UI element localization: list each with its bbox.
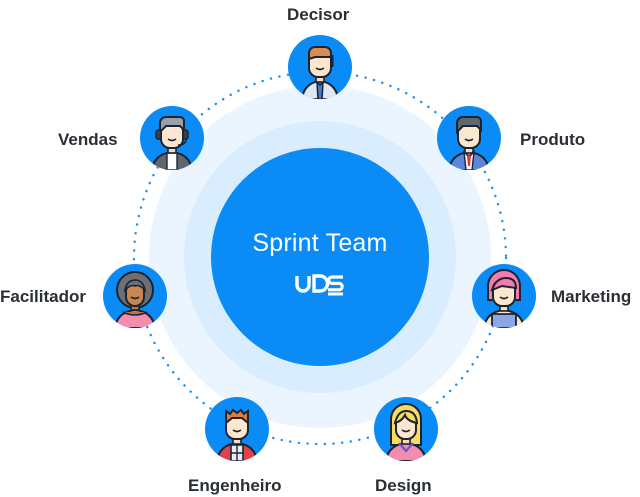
role-label-engenheiro: Engenheiro [188, 476, 282, 495]
role-label-facilitador: Facilitador [0, 287, 86, 306]
avatar-marketing [472, 264, 536, 328]
avatar-facilitador [103, 264, 167, 328]
role-label-produto: Produto [520, 130, 586, 149]
businessman-tie-icon [300, 46, 340, 99]
avatar-vendas [140, 106, 204, 170]
avatar-decisor [288, 35, 352, 99]
sprint-team-core [211, 148, 429, 366]
role-label-design: Design [375, 476, 432, 495]
woman-curly-hair-icon [113, 271, 157, 328]
avatar-engenheiro [205, 397, 269, 461]
sprint-team-title: Sprint Team [252, 229, 388, 257]
role-label-marketing: Marketing [551, 287, 632, 306]
engineer-icon [215, 408, 259, 461]
role-label-decisor: Decisor [287, 5, 350, 24]
role-label-vendas: Vendas [58, 130, 118, 149]
uds-logo [295, 274, 344, 296]
woman-blonde-icon [384, 403, 428, 461]
woman-pink-hair-icon [482, 269, 526, 328]
salesman-headset-icon [150, 116, 194, 170]
manager-suit-icon [447, 116, 491, 170]
avatar-produto [437, 106, 501, 170]
avatar-design [374, 397, 438, 461]
